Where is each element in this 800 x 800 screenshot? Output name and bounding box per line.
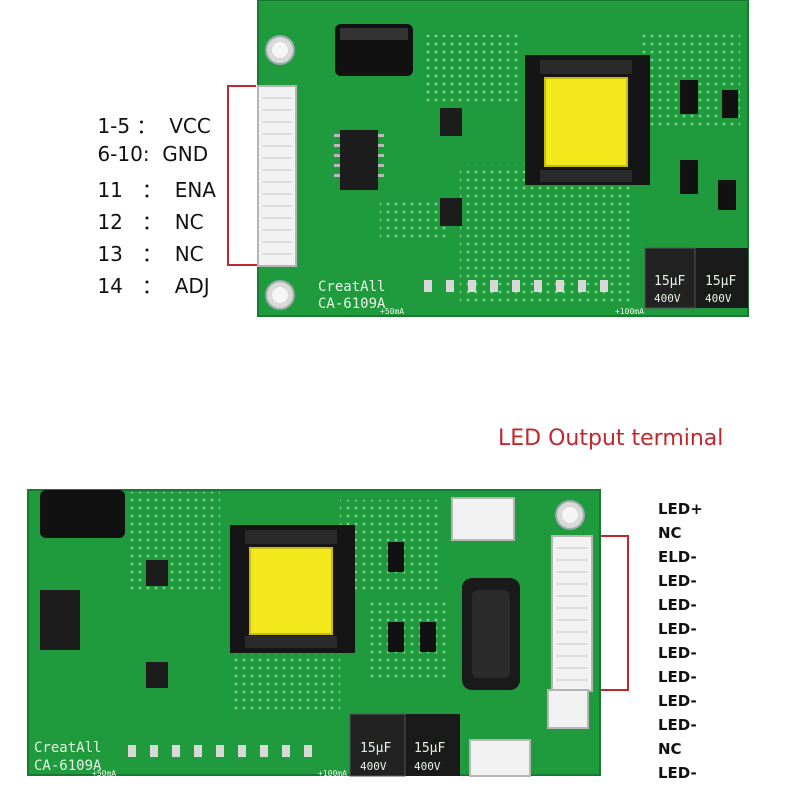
top-bracket [227,85,258,266]
pin-sep: ： [136,114,157,138]
output-label: LED+ [658,500,703,518]
output-label: LED- [658,692,697,710]
pin-label: 6-10: GND [72,118,208,190]
current-mark: +50mA [92,769,116,778]
pin-number: 1-5 [97,114,131,138]
capacitor-marking: 15μF [654,274,685,289]
output-label: NC [658,740,682,758]
pin-number: 13 [97,242,123,266]
pin-sep: ： [141,178,162,202]
pin-label: 12 ： NC [72,182,204,259]
capacitor-marking: 15μF [360,741,391,756]
pin-sep: ： [141,210,162,234]
output-label: LED- [658,596,697,614]
pin-number: 6-10 [97,142,143,166]
output-terminal-title: LED Output terminal [498,426,724,451]
pin-signal: ADJ [174,274,210,298]
capacitor-voltage: 400V [360,760,387,773]
output-label: LED- [658,764,697,782]
pin-signal: ENA [174,178,216,202]
output-label: LED- [658,644,697,662]
pin-label: 14 ： ADJ [72,246,210,323]
capacitor-voltage: 400V [414,760,441,773]
output-label: LED- [658,620,697,638]
output-label: NC [658,524,682,542]
pin-signal: NC [174,210,204,234]
ic-chip [40,590,80,650]
board-model: CA-6109A [34,758,102,774]
electrolytic-capacitor [40,490,125,538]
output-label: LED- [658,668,697,686]
board-brand: CreatAll [34,740,101,756]
pin-label: 1-5 ： VCC [72,86,211,163]
board-model: CA-6109A [318,296,386,312]
pin-label: 11 ： ENA [72,150,216,227]
current-mark: +100mA [615,307,644,316]
pin-signal: GND [162,142,209,166]
board-brand: CreatAll [318,279,385,295]
pin-signal: NC [174,242,204,266]
output-label: ELD- [658,548,697,566]
pin-number: 12 [97,210,123,234]
output-label: LED- [658,716,697,734]
input-connector [257,85,297,267]
current-mark: +50mA [380,307,404,316]
output-label: LED- [658,572,697,590]
aux-connector [451,497,515,541]
pin-sep: ： [141,274,162,298]
capacitor-marking: 15μF [414,741,445,756]
capacitor-voltage: 400V [654,292,681,305]
pin-number: 11 [97,178,123,202]
capacitor-voltage: 400V [705,292,732,305]
output-bracket [594,535,629,691]
pin-sep: : [142,142,150,166]
pin-signal: VCC [169,114,211,138]
pin-number: 14 [97,274,123,298]
pin-sep: ： [141,242,162,266]
capacitor-marking: 15μF [705,274,736,289]
pin-label: 13 ： NC [72,214,204,291]
current-mark: +100mA [318,769,347,778]
output-connector [551,535,593,692]
ic-chip [340,130,378,190]
